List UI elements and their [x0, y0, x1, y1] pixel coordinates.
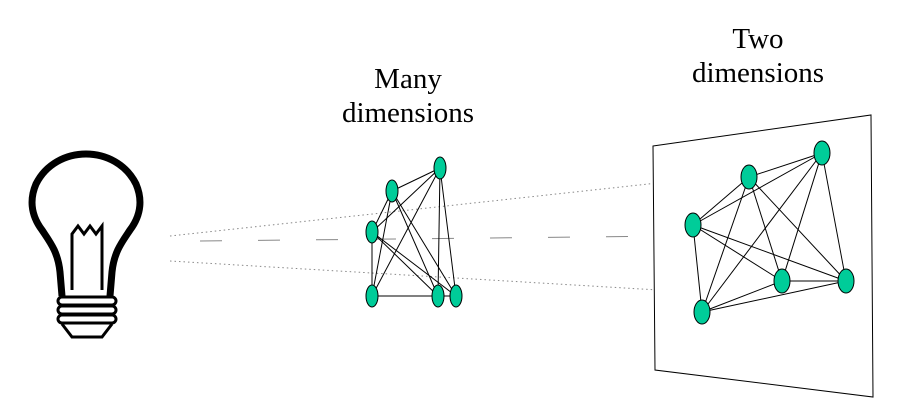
many-dim-graph-edge [391, 190, 439, 297]
many-dim-graph-edge [439, 167, 457, 297]
two-dim-graph-edge [748, 152, 823, 178]
two-dim-graph-edge [701, 280, 847, 313]
many-dim-graph-edge [371, 231, 439, 297]
two-dimensions-line1: Two [732, 23, 784, 55]
many-dim-graph-edge [437, 167, 441, 297]
light-ray-middle [199, 231, 681, 242]
projection-plane [652, 114, 874, 398]
graph-two-dimensions [684, 140, 855, 325]
many-dim-graph-edge [391, 190, 457, 297]
two-dim-graph-node [693, 299, 711, 325]
many-dim-graph-node [431, 284, 445, 308]
two-dim-graph-edge [692, 176, 750, 226]
many-dimensions-line2: dimensions [341, 97, 475, 129]
many-dim-graph-node [385, 179, 399, 203]
light-ray-top [169, 177, 677, 237]
many-dim-graph-edge [391, 167, 441, 192]
many-dim-graph-edge [371, 231, 457, 297]
two-dim-graph-node [684, 212, 702, 238]
many-dim-graph-node [365, 220, 379, 244]
two-dim-graph-node [773, 268, 791, 294]
bulb-base-ring-1 [56, 295, 118, 307]
light-rays [169, 177, 693, 297]
many-dimensions-line1: Many [374, 63, 442, 95]
two-dim-graph-node [740, 164, 758, 190]
two-dim-graph-edge [701, 176, 750, 313]
graph-many-dimensions [365, 156, 463, 308]
many-dimensions-label: Many dimensions [318, 62, 498, 130]
two-dim-graph-edge [748, 176, 847, 282]
bulb-base-ring-2 [56, 304, 118, 316]
two-dimensions-label: Two dimensions [668, 22, 848, 90]
many-dim-graph-node [449, 284, 463, 308]
bulb-filament [70, 221, 104, 290]
many-dim-graph-edge [371, 167, 441, 297]
many-dim-graph-node [433, 156, 447, 180]
two-dimensions-line2: dimensions [691, 57, 825, 89]
two-dim-graph-edge [692, 224, 703, 313]
bulb-tip [60, 323, 114, 339]
bulb-base-ring-3 [56, 313, 118, 325]
two-dim-graph-edge [701, 152, 823, 313]
two-dim-graph-node [837, 268, 855, 294]
two-dim-graph-edge [701, 280, 783, 313]
two-dim-graph-edge [821, 152, 847, 282]
two-dim-graph-edge [692, 152, 823, 226]
many-dim-graph-edge [371, 167, 441, 233]
many-dim-graph-edge [371, 190, 393, 297]
light-bulb-icon [28, 150, 144, 339]
two-dim-graph-node [813, 140, 831, 166]
two-dim-graph-edge [748, 176, 783, 282]
two-dim-graph-edge [692, 224, 783, 282]
many-dim-graph-node [365, 284, 379, 308]
two-dim-graph-edge [692, 224, 847, 282]
bulb-glass [28, 150, 144, 297]
